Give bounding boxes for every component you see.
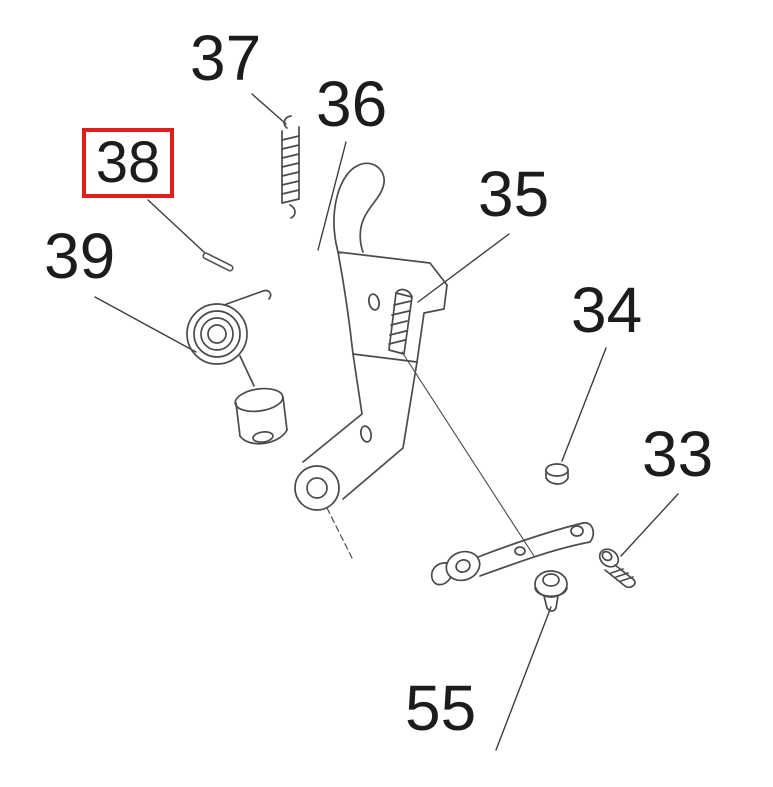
spring-37-shape	[281, 115, 300, 219]
lever-36-shape	[294, 162, 448, 559]
part-label-39[interactable]: 39	[44, 220, 116, 292]
leader-36	[317, 141, 347, 251]
leader-lines	[94, 93, 679, 751]
bushing-shape	[234, 387, 288, 445]
link-assembly-shape	[430, 522, 595, 586]
leader-39	[94, 296, 197, 353]
part-label-55[interactable]: 55	[405, 672, 477, 744]
part-label-38[interactable]: 38	[95, 130, 161, 195]
leader-37	[251, 93, 287, 125]
torsion-spring-39-shape	[186, 289, 272, 387]
part-label-36[interactable]: 36	[316, 68, 388, 140]
part-label-34[interactable]: 34	[571, 274, 643, 346]
leader-38	[147, 199, 206, 254]
part-label-33[interactable]: 33	[642, 418, 714, 490]
pin-38-shape	[202, 252, 234, 272]
screw-55-shape	[534, 570, 568, 612]
leader-34	[561, 347, 607, 462]
leader-33	[620, 493, 679, 557]
highlight-box-38[interactable]: 38	[82, 128, 174, 198]
part-label-37[interactable]: 37	[190, 22, 262, 94]
leader-55	[495, 606, 552, 751]
pin-35-shape	[388, 288, 535, 557]
screw-33-shape	[598, 548, 636, 589]
leader-35	[417, 233, 510, 303]
nut-34-shape	[545, 463, 569, 485]
part-label-35[interactable]: 35	[478, 158, 550, 230]
